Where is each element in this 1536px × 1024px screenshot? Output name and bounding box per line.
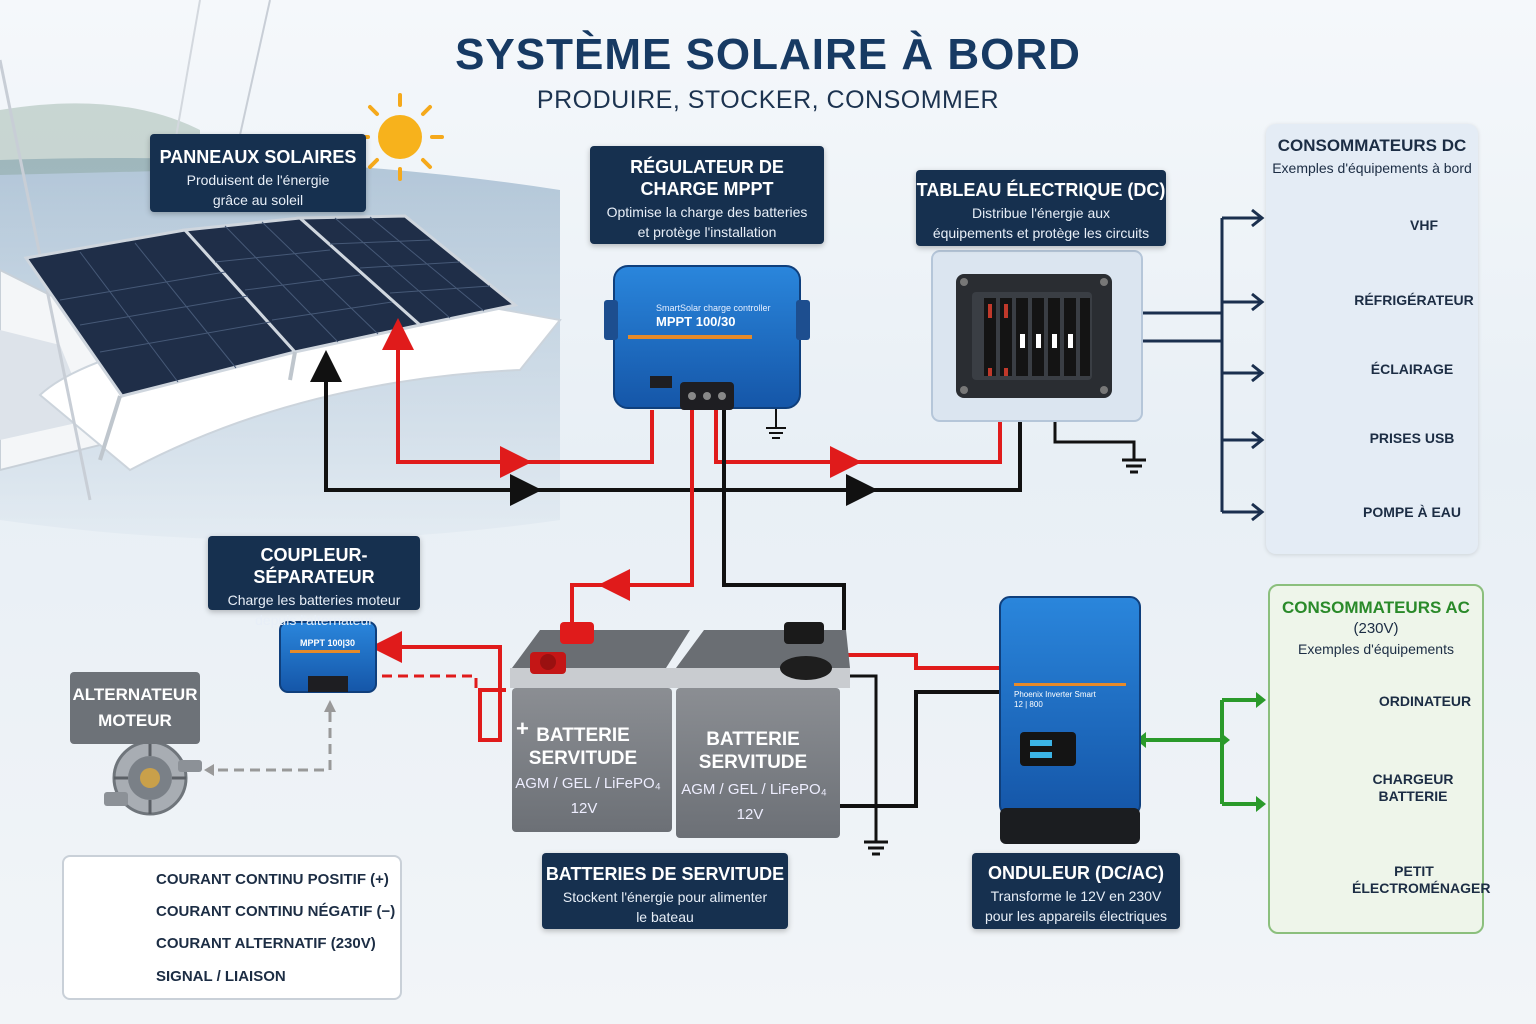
mppt-desc: Optimise la charge des batteries et prot… xyxy=(606,204,808,240)
dc-consumer-usb: PRISES USB xyxy=(1369,430,1455,446)
battery-1-line1: BATTERIE xyxy=(536,725,630,746)
ac-consumer-small-appliances: PETIT ÉLECTROMÉNAGER xyxy=(1352,863,1491,896)
alternator-line1: ALTERNATEUR xyxy=(72,685,198,704)
ac-consumer-computer: ORDINATEUR xyxy=(1378,693,1472,709)
legend-ac: COURANT ALTERNATIF (230V) xyxy=(156,935,376,952)
dc-consumer-fridge: RÉFRIGÉRATEUR xyxy=(1354,292,1474,308)
alternator-icon xyxy=(104,740,202,816)
ac-consumers-title: CONSOMMATEURS AC xyxy=(1282,598,1470,617)
inverter-device-text: Phoenix Inverter Smart 12 | 800 xyxy=(1014,690,1096,709)
inverter-desc: Transforme le 12V en 230V pour les appar… xyxy=(984,888,1168,924)
ac-consumers-subtitle-2: Exemples d'équipements xyxy=(1298,641,1454,657)
svg-text:MPPT 100|30: MPPT 100|30 xyxy=(300,638,355,648)
mppt-box: RÉGULATEUR DE CHARGE MPPT Optimise la ch… xyxy=(590,146,824,244)
battery-1-chemistry: AGM / GEL / LiFePO₄ xyxy=(515,775,661,792)
dc-consumer-vhf: VHF xyxy=(1410,217,1438,233)
alternator-box: ALTERNATEUR MOTEUR xyxy=(70,672,200,744)
legend xyxy=(62,855,402,1000)
solar-panels-box: PANNEAUX SOLAIRES Produisent de l'énergi… xyxy=(150,134,366,212)
dc-consumers-subtitle: Exemples d'équipements à bord xyxy=(1272,160,1472,176)
battery-1-plus: + xyxy=(516,716,529,741)
mppt-controller-icon xyxy=(604,265,810,410)
battery-1-voltage: 12V xyxy=(570,800,598,817)
battery-2-voltage: 12V xyxy=(736,806,764,823)
battery-1-icon xyxy=(510,622,690,832)
solar-panels-icon xyxy=(23,214,519,461)
dc-consumer-water-pump: POMPE À EAU xyxy=(1362,504,1461,520)
alternator-line2: MOTEUR xyxy=(98,711,172,730)
batteries-desc: Stockent l'énergie pour alimenter le bat… xyxy=(562,889,768,925)
inverter-device-icon xyxy=(999,596,1141,844)
batteries-title: BATTERIES DE SERVITUDE xyxy=(545,864,785,884)
ac-consumers-subtitle-1: (230V) xyxy=(1353,620,1399,637)
ac-consumers-panel: CONSOMMATEURS AC (230V) Exemples d'équip… xyxy=(1268,584,1484,934)
batteries-box: BATTERIES DE SERVITUDE Stockent l'énergi… xyxy=(542,853,788,929)
battery-2-chemistry: AGM / GEL / LiFePO₄ xyxy=(681,781,827,798)
ac-consumer-battery-charger: CHARGEUR BATTERIE xyxy=(1372,771,1454,804)
dc-consumers-panel: CONSOMMATEURS DC Exemples d'équipements … xyxy=(1266,124,1478,554)
coupler-device-icon: MPPT 100|30 xyxy=(279,621,377,693)
dc-distribution-panel-icon xyxy=(956,274,1112,398)
inverter-box: ONDULEUR (DC/AC) Transforme le 12V en 23… xyxy=(972,853,1180,929)
coupler-desc: Charge les batteries moteur depuis l'alt… xyxy=(227,592,401,628)
mppt-title: RÉGULATEUR DE CHARGE MPPT xyxy=(630,157,784,199)
legend-positive: COURANT CONTINU POSITIF (+) xyxy=(156,871,389,888)
dc-panel-box: TABLEAU ÉLECTRIQUE (DC) Distribue l'éner… xyxy=(916,170,1166,246)
solar-panels-title: PANNEAUX SOLAIRES xyxy=(159,147,357,167)
legend-signal: SIGNAL / LIAISON xyxy=(156,968,286,985)
dc-consumers-title: CONSOMMATEURS DC xyxy=(1277,136,1467,155)
dc-panel-title: TABLEAU ÉLECTRIQUE (DC) xyxy=(916,180,1166,200)
legend-negative: COURANT CONTINU NÉGATIF (−) xyxy=(156,903,396,920)
coupler-box: COUPLEUR-SÉPARATEUR Charge les batteries… xyxy=(208,536,420,628)
coupler-title: COUPLEUR-SÉPARATEUR xyxy=(253,545,375,587)
battery-2-icon xyxy=(670,622,850,838)
page-title: SYSTÈME SOLAIRE À BORD xyxy=(455,30,1081,79)
inverter-title: ONDULEUR (DC/AC) xyxy=(988,863,1164,883)
battery-1-line2: SERVITUDE xyxy=(528,748,638,769)
mppt-device-text2: MPPT 100/30 xyxy=(656,314,736,329)
page-subtitle: PRODUIRE, STOCKER, CONSOMMER xyxy=(536,86,1000,114)
battery-2-line1: BATTERIE xyxy=(706,729,800,750)
dc-panel-desc: Distribue l'énergie aux équipements et p… xyxy=(932,205,1150,241)
solar-panels-desc: Produisent de l'énergie grâce au soleil xyxy=(186,172,330,208)
dc-consumer-lighting: ÉCLAIRAGE xyxy=(1370,361,1454,377)
battery-2-line2: SERVITUDE xyxy=(698,752,808,773)
mppt-device-text1: SmartSolar charge controller xyxy=(656,303,771,313)
